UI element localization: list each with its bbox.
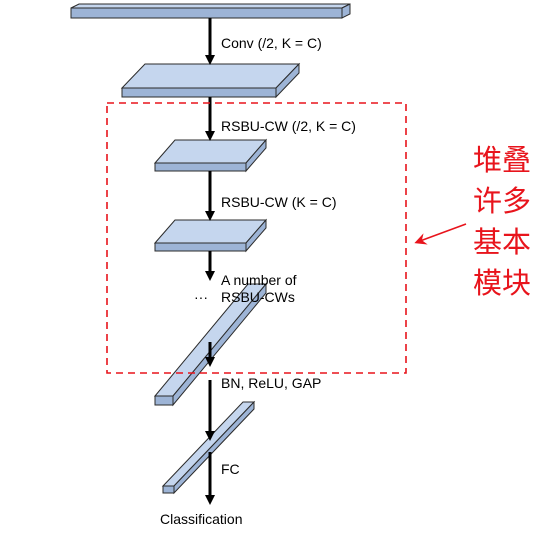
label-repeat-ellipsis: ··· xyxy=(194,289,208,305)
annotation-line-2: 许多 xyxy=(473,184,531,218)
annotation-line-3: 基本 xyxy=(473,225,531,259)
final-rsbu-block xyxy=(153,282,268,407)
label-rsbu-stride: RSBU-CW (/2, K = C) xyxy=(221,118,356,134)
label-fc: FC xyxy=(221,461,240,477)
annotation-line-4: 模块 xyxy=(473,266,531,300)
annotation-arrow xyxy=(414,223,467,245)
label-classification: Classification xyxy=(160,511,242,527)
rsbu-cw-block-1 xyxy=(153,138,268,173)
label-conv: Conv (/2, K = C) xyxy=(221,35,322,51)
label-repeat-line2: RSBU-CWs xyxy=(221,289,295,305)
conv-output-block xyxy=(120,62,301,99)
input-block xyxy=(70,3,351,19)
stacked-modules-box xyxy=(106,102,407,374)
label-bn-relu-gap: BN, ReLU, GAP xyxy=(221,375,321,391)
rsbu-cw-block-2 xyxy=(153,218,268,253)
label-repeat-line1: A number of xyxy=(221,272,297,288)
fc-block xyxy=(161,400,256,495)
label-rsbu: RSBU-CW (K = C) xyxy=(221,194,337,210)
annotation-line-1: 堆叠 xyxy=(473,143,531,177)
